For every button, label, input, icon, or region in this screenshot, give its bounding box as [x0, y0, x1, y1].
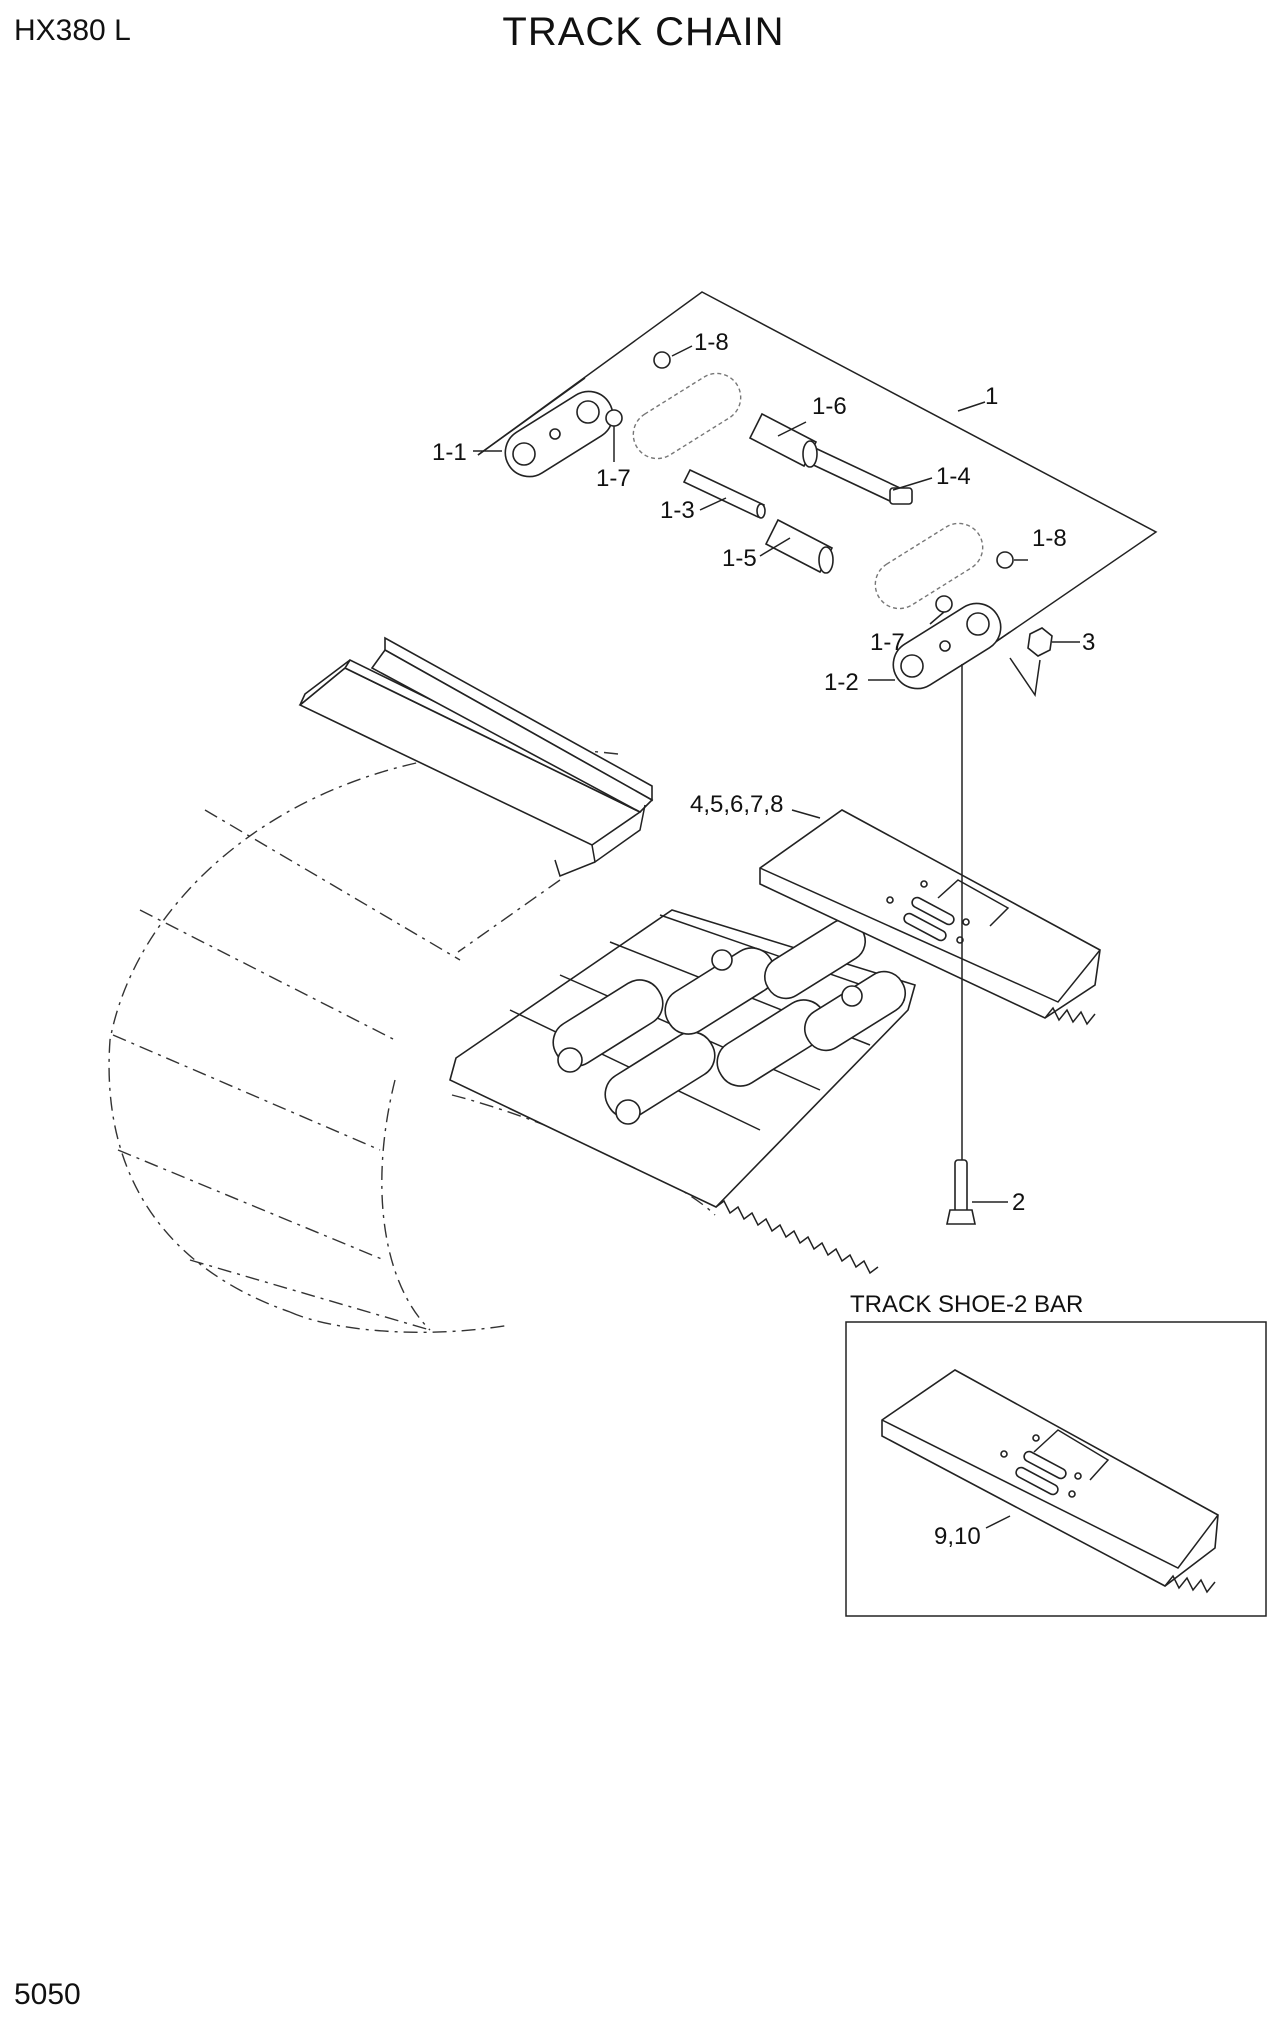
- page-number: 5050: [14, 1978, 81, 2011]
- nut-3: [1027, 627, 1053, 657]
- inset-track-shoe: [881, 1369, 1219, 1594]
- belt-top-shoe: [298, 636, 654, 877]
- inset-title: TRACK SHOE-2 BAR: [850, 1291, 1083, 1318]
- callout-1-8-lower: 1-8: [1032, 525, 1067, 552]
- callout-1-5: 1-5: [722, 545, 757, 572]
- link-ghost-lower: [874, 522, 984, 610]
- callout-1-7-lower: 1-7: [870, 629, 905, 656]
- bushing-1-6: [748, 412, 818, 468]
- callout-1-1: 1-1: [432, 439, 467, 466]
- pin-1-3: [682, 468, 766, 519]
- track-shoe: [759, 809, 1101, 1026]
- callout-1-6: 1-6: [812, 393, 847, 420]
- callout-1-7-upper: 1-7: [596, 465, 631, 492]
- inset-frame: [845, 1321, 1267, 1617]
- leader-lines: [473, 345, 1080, 1203]
- callout-3: 3: [1082, 629, 1095, 656]
- callout-1-2: 1-2: [824, 669, 859, 696]
- callout-1: 1: [985, 383, 998, 410]
- link-1-2: [892, 602, 1002, 690]
- bushing-1-5: [764, 518, 834, 574]
- link-ghost-upper: [632, 372, 742, 460]
- model-label: HX380 L: [14, 14, 131, 47]
- callout-9-10: 9,10: [934, 1523, 981, 1550]
- assembly-outline: [477, 291, 1158, 666]
- seal-1-7-upper: [605, 409, 623, 427]
- seal-1-8-upper: [653, 351, 671, 369]
- seal-1-8-lower: [996, 551, 1014, 569]
- callout-1-8-upper: 1-8: [694, 329, 729, 356]
- callout-2: 2: [1012, 1189, 1025, 1216]
- seal-1-7-lower: [935, 595, 953, 613]
- belt-chain-links: [552, 918, 907, 1125]
- pin-1-4: [805, 446, 913, 505]
- link-1-1: [504, 390, 614, 478]
- shoe-bolt-2: [946, 1159, 976, 1225]
- callout-1-3: 1-3: [660, 497, 695, 524]
- callout-4-8: 4,5,6,7,8: [690, 791, 783, 818]
- callout-1-4: 1-4: [936, 463, 971, 490]
- track-belt-outline: [108, 748, 716, 1333]
- page-title: TRACK CHAIN: [502, 10, 785, 54]
